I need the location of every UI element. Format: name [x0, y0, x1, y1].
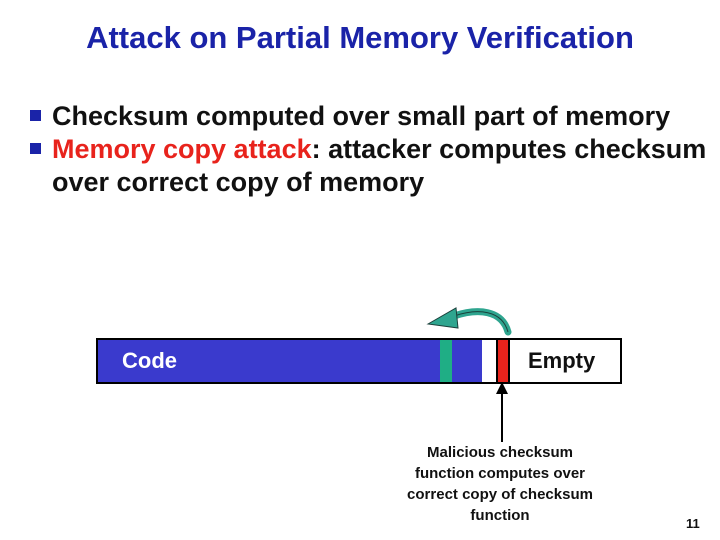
curved-arrow-shaft	[450, 308, 512, 336]
curved-copy-arrow-icon	[426, 307, 512, 336]
square-bullet-icon	[30, 110, 41, 121]
bullet-highlight: Memory copy attack	[52, 134, 312, 164]
code-region	[98, 340, 482, 382]
empty-label: Empty	[528, 348, 596, 373]
code-label: Code	[122, 348, 177, 373]
diagram-caption: Malicious checksum function computes ove…	[407, 444, 593, 524]
pointer-arrow-head	[496, 382, 508, 394]
memory-layout-bar: Code Empty	[96, 338, 622, 384]
bullet-item: Memory copy attack: attacker computes ch…	[30, 133, 710, 199]
slide-title: Attack on Partial Memory Verification	[86, 20, 634, 55]
checksum-function-block	[440, 340, 452, 382]
bullet-text: : attacker computes checksum over correc…	[52, 134, 707, 197]
page-number: 11	[686, 516, 700, 531]
code-region-tail	[452, 340, 482, 382]
pointer-arrow-icon	[496, 382, 508, 442]
curved-arrow-head	[426, 307, 459, 329]
curved-arrow-outline	[453, 311, 509, 333]
bullet-item: Checksum computed over small part of mem…	[30, 100, 710, 133]
square-bullet-icon	[30, 143, 41, 154]
checksum-copy-block	[496, 340, 510, 382]
bullet-text: Checksum computed over small part of mem…	[52, 101, 671, 131]
bullet-list: Checksum computed over small part of mem…	[30, 100, 710, 199]
